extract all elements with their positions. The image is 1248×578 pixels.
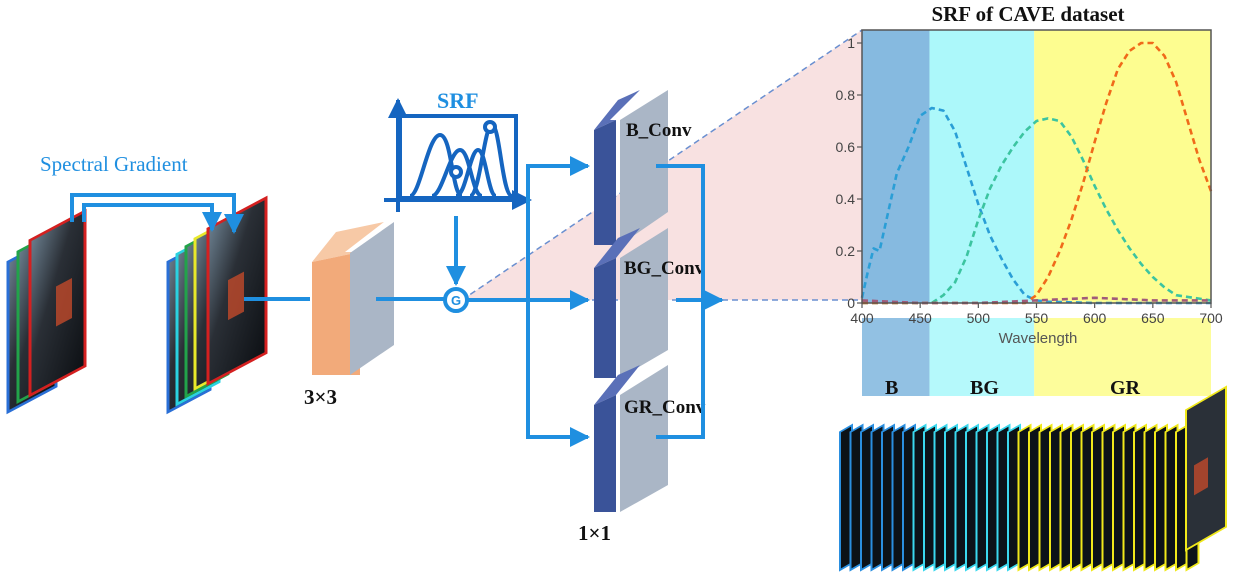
gate-node: G — [443, 287, 469, 313]
x-tick-label: 600 — [1083, 310, 1107, 326]
x-tick-label: 550 — [1025, 310, 1049, 326]
chart-x-axis-label: Wavelength — [999, 330, 1078, 347]
srf-chart: 400 450 500 550 600 650 700 0 0.2 0.4 0.6 0.8 1 SRF … — [836, 2, 1223, 396]
y-tick-label: 0.2 — [836, 243, 856, 259]
series-line-3 — [861, 296, 1211, 305]
series-line-1 — [862, 117, 1212, 305]
spectral-gradient-connector — [70, 193, 244, 234]
y-tick-label: 0 — [847, 295, 855, 311]
series-line-2 — [862, 41, 1213, 305]
conv-bg-block — [594, 228, 668, 378]
y-tick-label: 0.8 — [836, 87, 856, 103]
srf-icon — [384, 98, 532, 212]
merge-arrows — [656, 164, 724, 439]
spectral-gradient-label: Spectral Gradient — [40, 152, 188, 176]
chart-region-b — [862, 30, 930, 303]
kernel-1x1-label: 1×1 — [578, 521, 611, 545]
cube-front-figure — [1194, 457, 1208, 496]
branch-arrows — [467, 156, 590, 447]
y-tick-label: 0.4 — [836, 191, 856, 207]
x-tick-label: 500 — [967, 310, 991, 326]
x-tick-label: 650 — [1141, 310, 1165, 326]
cube-front-slice — [1185, 385, 1227, 552]
chart-title: SRF of CAVE dataset — [931, 2, 1124, 26]
conv-gr-block — [594, 365, 668, 512]
input-image-stack — [6, 208, 87, 415]
band-region-gr — [1034, 318, 1211, 396]
gradient-image-stack — [166, 195, 268, 415]
chart-region-gr — [1034, 30, 1211, 303]
conv-3x3-block — [312, 222, 394, 375]
kernel-3x3-label: 3×3 — [304, 385, 337, 409]
chart-region-bg — [929, 30, 1035, 303]
conv-label-b: B_Conv — [626, 120, 692, 141]
band-region-bg — [929, 318, 1035, 396]
x-tick-label: 400 — [850, 310, 874, 326]
y-tick-label: 1 — [847, 35, 855, 51]
output-band-cube — [839, 385, 1227, 572]
x-tick-label: 450 — [908, 310, 932, 326]
band-label-b: B — [885, 377, 898, 399]
conv-label-gr: GR_Conv — [624, 397, 706, 418]
band-label-gr: GR — [1110, 377, 1141, 399]
band-label-bg: BG — [970, 377, 999, 399]
conv-label-bg: BG_Conv — [624, 258, 705, 279]
srf-label: SRF — [437, 88, 479, 113]
y-tick-label: 0.6 — [836, 139, 856, 155]
conv-b-block — [594, 90, 668, 245]
x-tick-label: 700 — [1199, 310, 1223, 326]
band-region-b — [862, 318, 930, 396]
gate-label: G — [451, 293, 461, 308]
